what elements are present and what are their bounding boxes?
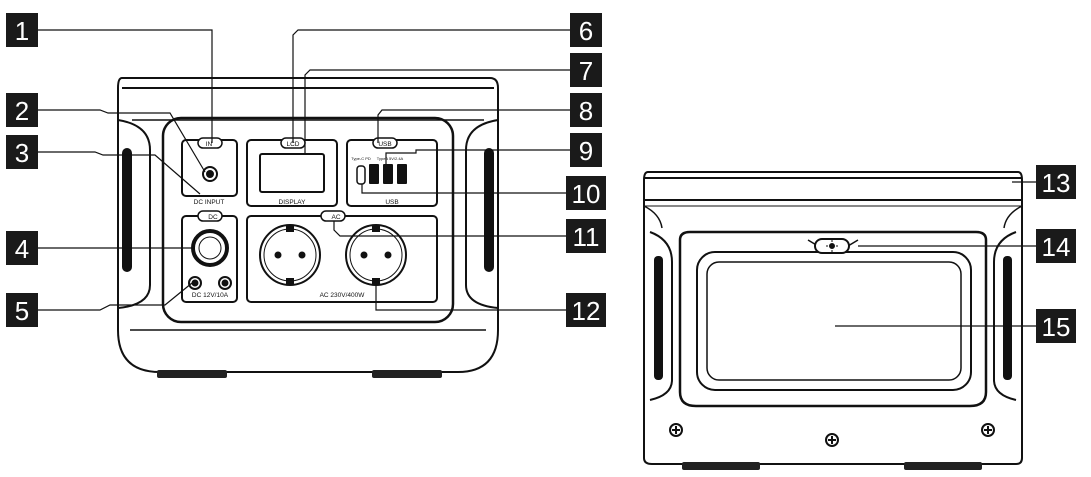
ac-output-label: AC 230V/400W — [320, 292, 366, 299]
usb-typec-label: Type-C PD — [351, 156, 371, 161]
ac-socket-left — [259, 224, 321, 286]
front-foot-right — [372, 370, 442, 378]
callout-12: 12 — [566, 293, 606, 327]
side-label-plate — [696, 251, 972, 391]
side-right-grip — [1003, 256, 1012, 380]
usb-c-port — [356, 165, 366, 185]
callout-5: 5 — [6, 293, 38, 327]
svg-text:8: 8 — [579, 96, 593, 126]
screw-center — [825, 433, 839, 447]
dc-button[interactable] — [197, 210, 223, 222]
svg-text:4: 4 — [15, 234, 29, 264]
screw-right — [981, 423, 995, 437]
callout-9: 9 — [570, 133, 602, 167]
ac-button[interactable] — [320, 210, 346, 222]
display-label: DISPLAY — [279, 199, 307, 206]
svg-text:12: 12 — [572, 296, 601, 326]
callout-7: 7 — [570, 53, 602, 87]
front-right-bumper — [465, 119, 499, 309]
front-left-bumper — [117, 119, 151, 309]
svg-text:6: 6 — [579, 16, 593, 46]
sun-icon — [826, 240, 838, 252]
callout-10: 10 — [566, 176, 606, 210]
front-foot-left — [157, 370, 227, 378]
svg-text:11: 11 — [573, 222, 600, 252]
callout-13: 13 — [1036, 165, 1076, 199]
side-foot-right — [904, 462, 982, 470]
usb-a-port-1 — [369, 164, 379, 184]
callout-4: 4 — [6, 231, 38, 265]
left-grip — [122, 148, 132, 272]
ac-button-label: AC — [331, 214, 340, 221]
svg-text:5: 5 — [15, 296, 29, 326]
callout-15: 15 — [1036, 309, 1076, 343]
dc-input-label: DC INPUT — [194, 199, 225, 206]
control-panel — [161, 116, 455, 324]
lcd-screen — [259, 153, 325, 193]
svg-text:13: 13 — [1042, 168, 1071, 198]
screw-left — [669, 423, 683, 437]
callout-8: 8 — [570, 93, 602, 127]
in-button-label: IN — [206, 141, 213, 148]
svg-text:9: 9 — [579, 136, 593, 166]
callout-1: 1 — [6, 13, 38, 47]
side-inner-frame — [678, 230, 988, 408]
svg-text:1: 1 — [15, 16, 29, 46]
svg-text:15: 15 — [1042, 312, 1071, 342]
usb-button[interactable] — [372, 137, 398, 149]
side-view — [643, 171, 1023, 470]
callout-6: 6 — [570, 13, 602, 47]
ac-socket-right — [345, 224, 407, 286]
leader-lines — [38, 29, 1036, 327]
svg-text:14: 14 — [1042, 232, 1071, 262]
dc-output-label: DC 12V/10A — [192, 292, 229, 299]
usb-a-port-3 — [397, 164, 407, 184]
side-foot-left — [682, 462, 760, 470]
front-body-outline — [117, 77, 499, 373]
right-grip — [484, 148, 494, 272]
usb-typea-label: TypeA 5V/2.4A — [377, 156, 404, 161]
svg-text:7: 7 — [579, 56, 593, 86]
callout-2: 2 — [6, 93, 38, 127]
side-body-outline — [643, 171, 1023, 465]
front-view — [117, 77, 499, 378]
dc-input-port — [202, 166, 218, 182]
callout-3: 3 — [6, 135, 38, 169]
dc-button-label: DC — [208, 214, 218, 221]
callout-14: 14 — [1036, 229, 1076, 263]
side-left-grip — [654, 256, 663, 380]
lcd-button-label: LCD — [286, 141, 299, 148]
car-socket — [191, 229, 229, 267]
callout-11: 11 — [566, 219, 606, 253]
dc-port-right — [218, 276, 232, 290]
usb-button-label: USB — [378, 141, 391, 148]
dc-port-left — [188, 276, 202, 290]
svg-text:2: 2 — [15, 96, 29, 126]
usb-a-port-2 — [383, 164, 393, 184]
usb-label: USB — [385, 199, 398, 206]
in-button[interactable] — [197, 137, 223, 149]
svg-text:3: 3 — [15, 138, 29, 168]
svg-text:10: 10 — [572, 179, 601, 209]
